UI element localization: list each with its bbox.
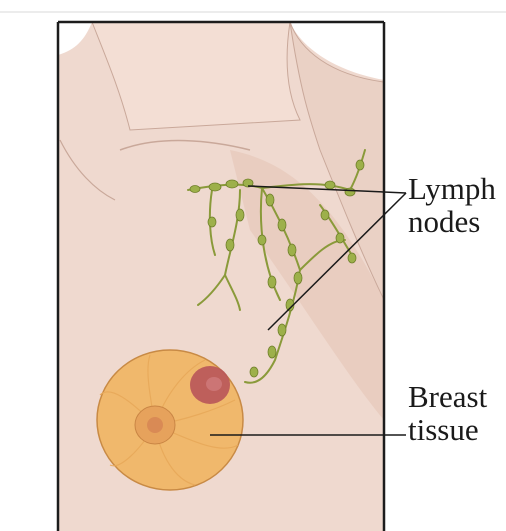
lymph-node [226,180,238,188]
lymph-node [356,160,364,170]
breast-tissue-label-line2: tissue [408,413,487,446]
breast [97,350,243,490]
lymph-node [321,210,329,220]
tumor-highlight [206,377,222,391]
lymph-node [190,186,200,193]
lymph-node [336,233,344,243]
lymph-node [236,209,244,221]
nipple [147,417,163,433]
lymph-node [345,188,355,196]
lymph-node [348,253,356,263]
lymph-node [288,244,296,256]
lymph-node [278,324,286,336]
lymph-node [294,272,302,284]
breast-tissue-label-line1: Breast [408,380,487,413]
lymph-nodes-label-line2: nodes [408,205,496,238]
lymph-node [250,367,258,377]
lymph-node [208,217,216,227]
lymph-node [266,194,274,206]
breast-tissue-label: Breast tissue [408,380,487,446]
lymph-node [268,346,276,358]
lymph-node [325,181,335,189]
lymph-node [258,235,266,245]
lymph-node [278,219,286,231]
lymph-nodes-label-line1: Lymph [408,172,496,205]
lymph-node [226,239,234,251]
lymph-node [209,183,221,191]
lymph-nodes-label: Lymph nodes [408,172,496,238]
lymph-node [268,276,276,288]
